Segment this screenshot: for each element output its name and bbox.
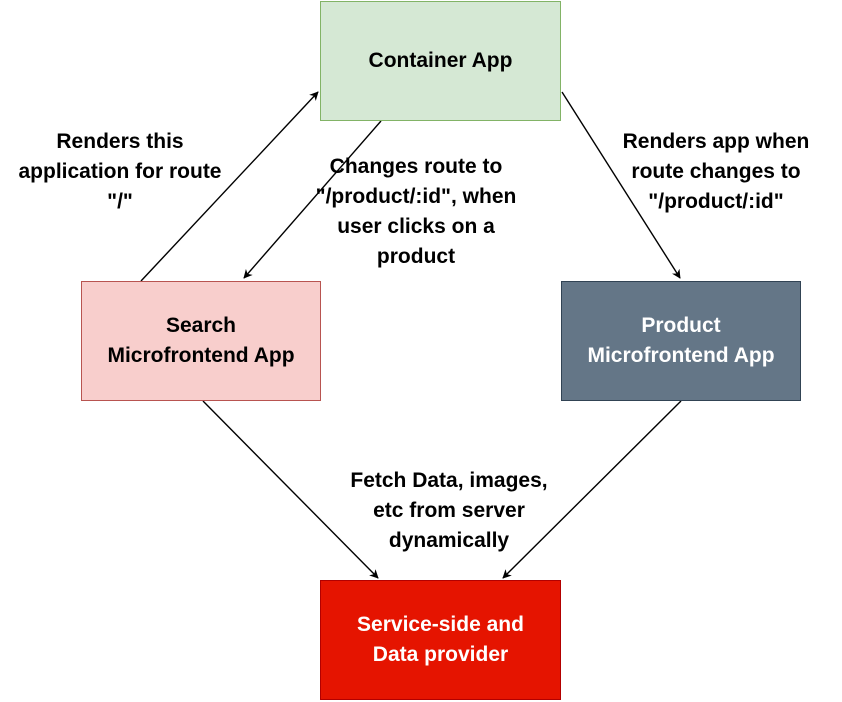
edge-label-line: etc from server [373,499,525,522]
edge-label-fetch-data: Fetch Data, images, etc from server dyna… [329,466,569,556]
product-app-label-line1: Product [641,314,721,337]
edge-label-changes-route: Changes route to "/product/:id", when us… [296,152,536,272]
search-app-label-line2: Microfrontend App [107,344,295,367]
edge-label-line: application for route [18,160,222,183]
edge-label-line: product [376,245,456,268]
edge-label-line: "/product/:id" [648,190,784,213]
edge-search-to-service [202,400,379,579]
edge-label-line: Renders app when [622,130,810,153]
edge-product-to-service [502,400,682,579]
edge-container-to-product [561,91,681,279]
edge-label-renders-app-when: Renders app when route changes to "/prod… [596,127,836,217]
edge-label-line: Changes route to [329,155,503,178]
product-app-label-line2: Microfrontend App [587,344,775,367]
container-app-node: Container App [320,1,561,121]
service-provider-node: Service-side and Data provider [320,580,561,700]
edge-search-to-container [140,91,319,282]
edge-label-line: Renders this [56,130,184,153]
edge-label-line: dynamically [388,529,510,552]
service-provider-label-line2: Data provider [372,643,509,666]
edge-label-line: "/" [107,190,133,213]
edge-label-renders-this-application: Renders this application for route "/" [0,127,240,217]
product-app-node: Product Microfrontend App [561,281,801,401]
search-app-label-line1: Search [165,314,237,337]
edge-label-line: Fetch Data, images, [350,469,548,492]
edge-container-to-search [243,120,382,279]
container-app-label: Container App [368,49,513,72]
service-provider-label-line1: Service-side and [357,613,524,636]
search-app-node: Search Microfrontend App [81,281,321,401]
edge-label-line: route changes to [631,160,801,183]
edge-label-line: user clicks on a [337,215,495,238]
edge-label-line: "/product/:id", when [315,185,517,208]
